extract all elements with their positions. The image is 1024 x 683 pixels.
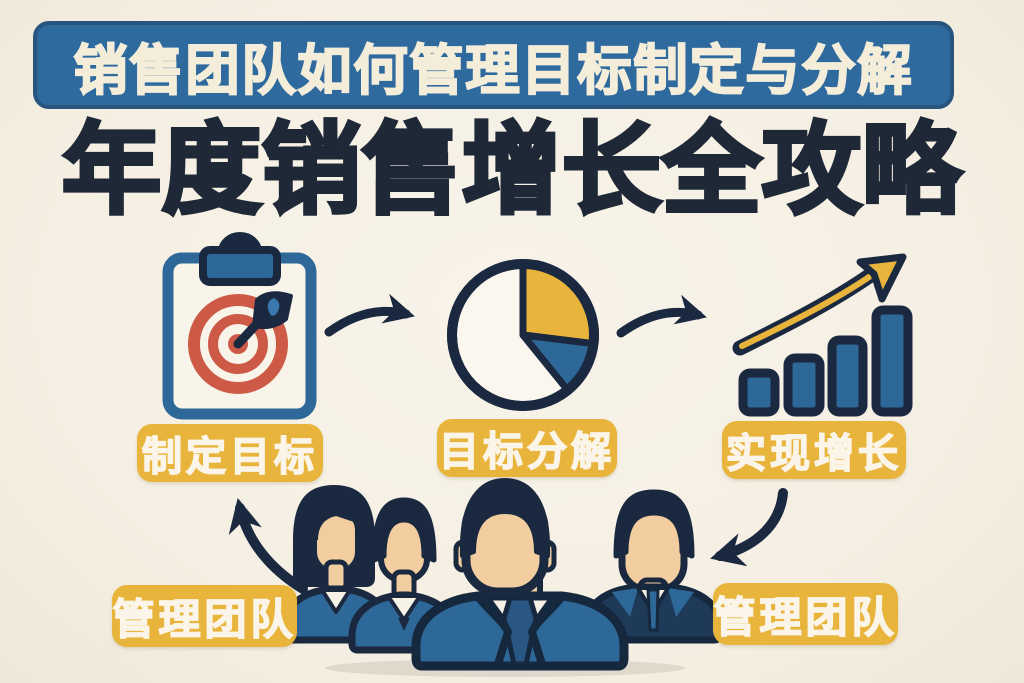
team-label-left: 管理团队 <box>112 585 297 647</box>
page-title: 年度销售增长全攻略 <box>60 113 963 226</box>
step-label-text: 制定目标 <box>141 434 318 480</box>
step-label-decompose-goals: 目标分解 <box>437 419 617 477</box>
clipboard-target-icon <box>162 232 317 420</box>
team-label-text: 管理团队 <box>713 593 898 642</box>
team-illustration <box>280 478 724 677</box>
step-label-achieve-growth: 实现增长 <box>722 421 906 479</box>
team-label-text: 管理团队 <box>112 595 297 644</box>
team-label-right: 管理团队 <box>713 583 898 645</box>
growth-bars-icon <box>732 253 913 417</box>
curved-arrow-right-icon <box>616 294 707 338</box>
curved-arrow-right-icon <box>324 293 415 337</box>
step-label-text: 实现增长 <box>725 431 902 477</box>
pie-chart-icon <box>447 259 599 411</box>
curved-arrow-down-icon <box>710 488 788 567</box>
banner-title: 销售团队如何管理目标制定与分解 <box>73 40 914 102</box>
person-man-right <box>582 489 724 644</box>
person-man-center <box>411 478 629 671</box>
step-label-set-goals: 制定目标 <box>137 424 323 482</box>
step-label-text: 目标分解 <box>438 429 615 475</box>
curved-arrow-up-icon <box>228 498 308 594</box>
top-banner: 销售团队如何管理目标制定与分解 <box>33 21 954 109</box>
